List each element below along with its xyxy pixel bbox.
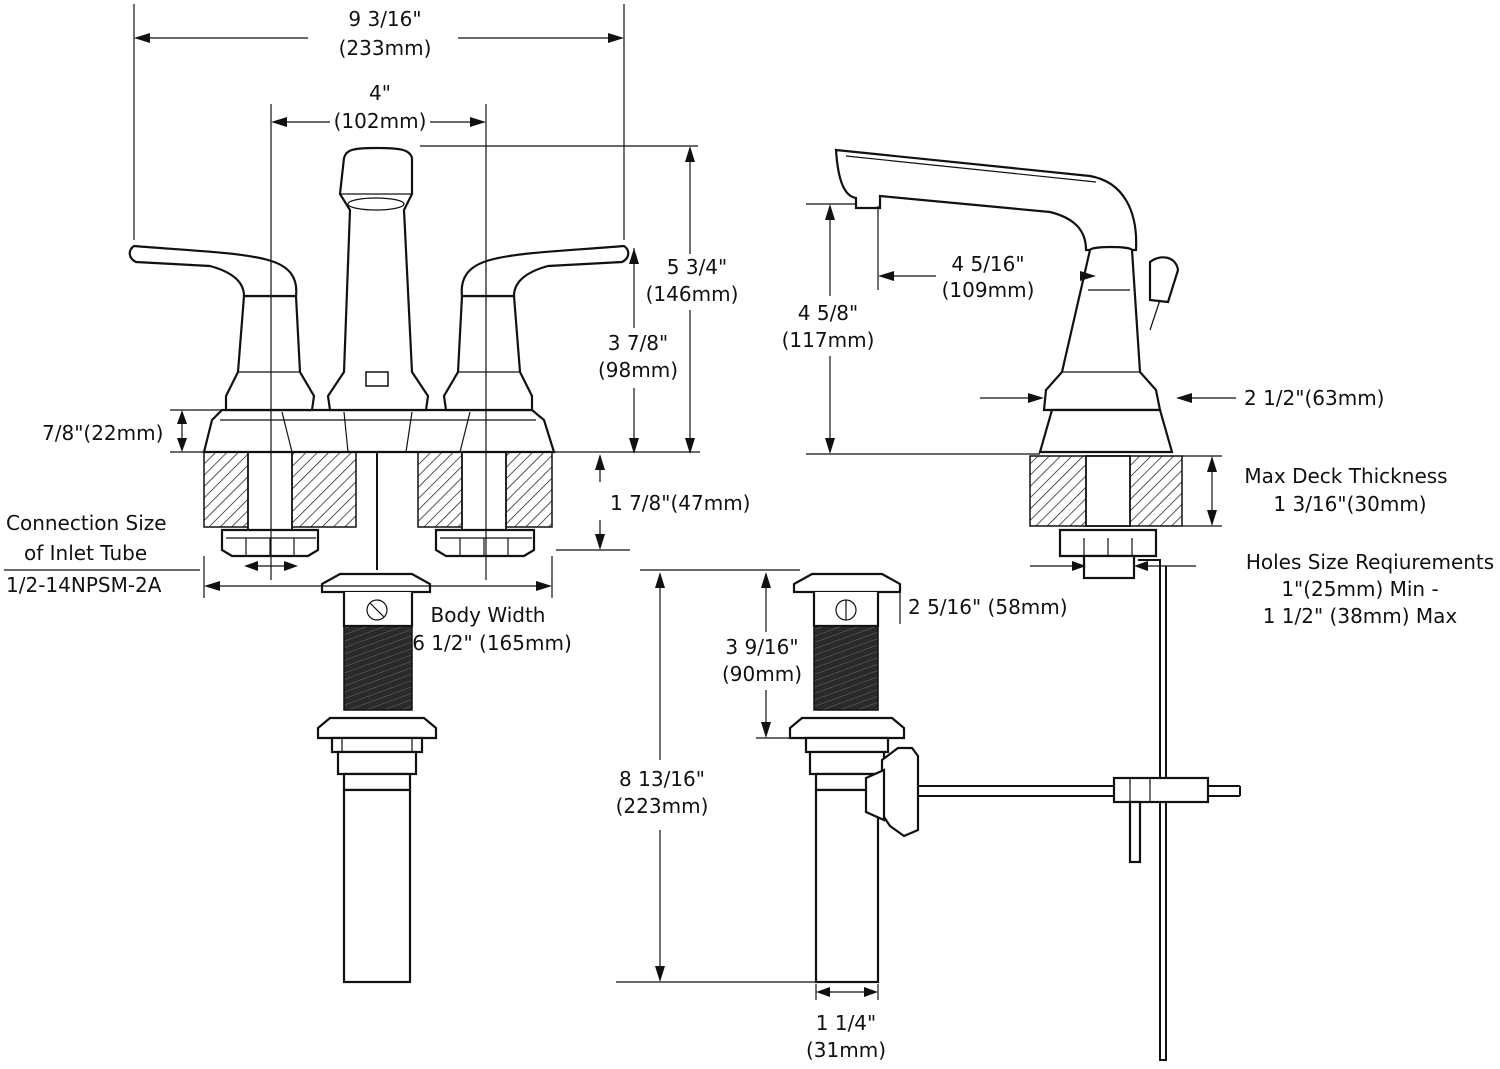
connection-size-line2: of Inlet Tube [24, 541, 147, 565]
center-spread-imperial: 4" [369, 81, 391, 105]
holes-size-line1: Holes Size Reqiurements [1246, 550, 1494, 574]
connection-size-value: 1/2-14NPSM-2A [6, 573, 162, 597]
center-spread-metric: (102mm) [334, 109, 427, 133]
max-deck-line1: Max Deck Thickness [1244, 464, 1447, 488]
max-deck-line2: 1 3/16"(30mm) [1273, 492, 1426, 516]
spout-reach-imperial: 4 5/16" [951, 252, 1024, 276]
side-body [1042, 245, 1162, 412]
drain-total-metric: (223mm) [616, 794, 709, 818]
dimension-lines [4, 4, 1236, 1000]
side-base [1038, 408, 1174, 454]
spout-height-metric: (117mm) [782, 328, 875, 352]
side-spout [834, 148, 1138, 252]
overall-width-metric: (233mm) [339, 36, 432, 60]
drain-cap [320, 572, 432, 594]
side-drain [788, 572, 1241, 984]
drain-flange [316, 716, 438, 740]
connection-size-line1: Connection Size [6, 511, 167, 535]
side-faucet [834, 148, 1183, 1061]
drain-flange-label: 2 5/16" (58mm) [908, 595, 1068, 619]
body-width-line1: Body Width [431, 603, 546, 627]
shank-length-label: 1 7/8"(47mm) [610, 491, 751, 515]
base-diameter-label: 2 1/2"(63mm) [1244, 386, 1385, 410]
spring-clip [1112, 776, 1210, 804]
faucet-base [202, 408, 556, 454]
left-lever [128, 244, 298, 298]
front-drain [316, 572, 438, 984]
overall-height-metric: (146mm) [646, 282, 739, 306]
overall-width-imperial: 9 3/16" [348, 7, 421, 31]
logo-mark [365, 371, 389, 387]
tailpiece-imperial: 1 1/4" [816, 1011, 876, 1035]
holes-size-line2: 1"(25mm) Min - [1281, 577, 1438, 601]
labels: 9 3/16" (233mm) 4" (102mm) 5 3/4" (146mm… [6, 7, 1494, 1062]
drain-body-imperial: 3 9/16" [725, 635, 798, 659]
pivot-nut [880, 746, 920, 838]
spout-reach-metric: (109mm) [942, 278, 1035, 302]
body-width-line2: 6 1/2" (165mm) [412, 631, 572, 655]
front-faucet [128, 146, 630, 570]
drain-total-imperial: 8 13/16" [619, 767, 705, 791]
overall-height-imperial: 5 3/4" [667, 255, 727, 279]
tailpiece-metric: (31mm) [806, 1038, 886, 1062]
left-handle-body [224, 294, 316, 412]
drain-tailpiece [342, 788, 412, 984]
side-lever [1148, 256, 1180, 304]
handle-height-metric: (98mm) [598, 358, 678, 382]
handle-height-imperial: 3 7/8" [608, 331, 668, 355]
holes-size-line3: 1 1/2" (38mm) Max [1263, 604, 1458, 628]
drain-thread [343, 625, 413, 711]
base-height-label: 7/8"(22mm) [42, 421, 163, 445]
shank-right [461, 451, 507, 533]
right-handle-body [442, 294, 534, 412]
front-spout [326, 146, 430, 412]
nut-right [434, 528, 536, 558]
spout-height-imperial: 4 5/8" [798, 301, 858, 325]
shank-left [247, 451, 293, 533]
right-lever [460, 244, 630, 298]
side-drain-tailpiece [814, 788, 880, 984]
drain-body-metric: (90mm) [722, 662, 802, 686]
